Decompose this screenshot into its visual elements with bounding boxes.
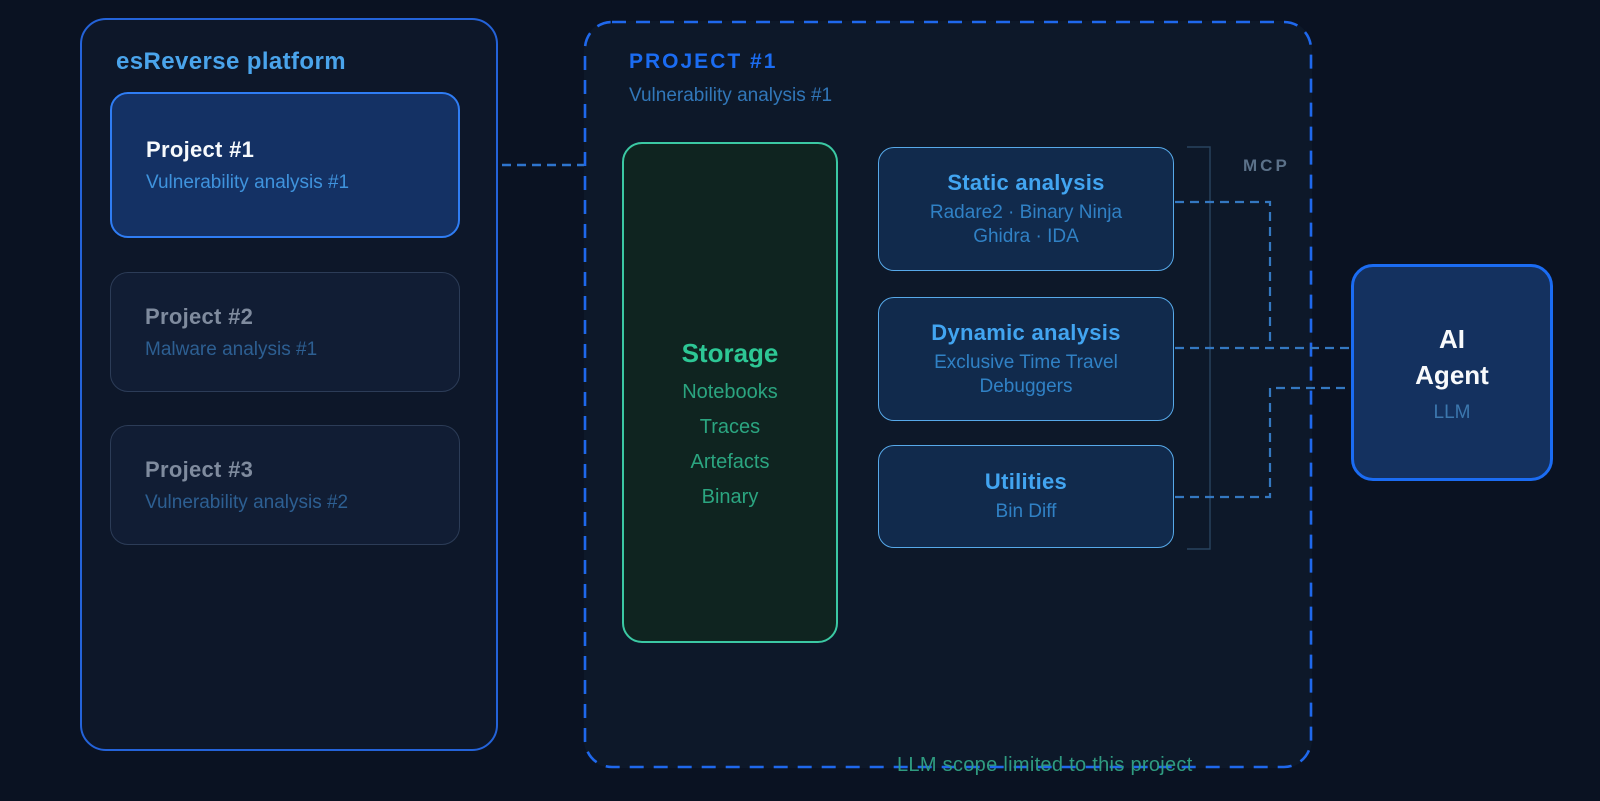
project-scope-subtitle: Vulnerability analysis #1 [629, 85, 833, 106]
project-card-name: Project #2 [145, 303, 254, 329]
utilities-tools: Bin Diff [996, 500, 1057, 524]
scope-caption: LLM scope limited to this project [897, 754, 1193, 776]
project-scope-title: PROJECT #1 [629, 50, 778, 73]
utilities-tools-line: Bin Diff [995, 501, 1057, 522]
project-card-2: Project #2 Malware analysis #1 [110, 272, 460, 392]
project-card-name: Project #1 [146, 136, 255, 162]
platform-title: esReverse platform [116, 48, 346, 75]
static-analysis-box: Static analysis Radare2 · Binary Ninja G… [878, 147, 1174, 271]
ai-agent-title-line: AI [1439, 324, 1465, 354]
static-analysis-tools-line: Radare2 · Binary Ninja [929, 201, 1123, 223]
ai-agent-title-line: Agent [1415, 360, 1489, 390]
ai-agent-box: AI Agent LLM [1351, 264, 1553, 481]
project-card-3: Project #3 Vulnerability analysis #2 [110, 425, 460, 545]
dynamic-analysis-tools: Exclusive Time Travel Debuggers [934, 351, 1118, 399]
static-analysis-tools: Radare2 · Binary Ninja Ghidra · IDA [930, 201, 1122, 249]
project-card-1: Project #1 Vulnerability analysis #1 [110, 92, 460, 238]
storage-box: Storage Notebooks Traces Artefacts Binar… [622, 142, 838, 643]
ai-agent-subtitle: LLM [1433, 402, 1471, 423]
static-analysis-tools-line: Ghidra · IDA [973, 225, 1079, 247]
dynamic-analysis-box: Dynamic analysis Exclusive Time Travel D… [878, 297, 1174, 421]
storage-item-notebooks: Notebooks [682, 381, 778, 403]
storage-item-artefacts: Artefacts [690, 451, 770, 473]
dynamic-analysis-title: Dynamic analysis [931, 319, 1121, 345]
static-analysis-title: Static analysis [947, 169, 1105, 195]
project-card-name: Project #3 [145, 456, 254, 482]
storage-title: Storage [681, 338, 779, 368]
project-card-subtitle: Malware analysis #1 [145, 338, 318, 360]
project-card-subtitle: Vulnerability analysis #2 [145, 491, 349, 513]
utilities-title: Utilities [984, 469, 1068, 494]
storage-item-binary: Binary [701, 486, 759, 508]
utilities-box: Utilities Bin Diff [878, 445, 1174, 548]
dynamic-analysis-tools-line: Debuggers [979, 375, 1073, 397]
storage-item-traces: Traces [699, 416, 761, 438]
project-card-subtitle: Vulnerability analysis #1 [146, 171, 350, 193]
dynamic-analysis-tools-line: Exclusive Time Travel [934, 351, 1118, 373]
mcp-label: MCP [1243, 156, 1290, 175]
